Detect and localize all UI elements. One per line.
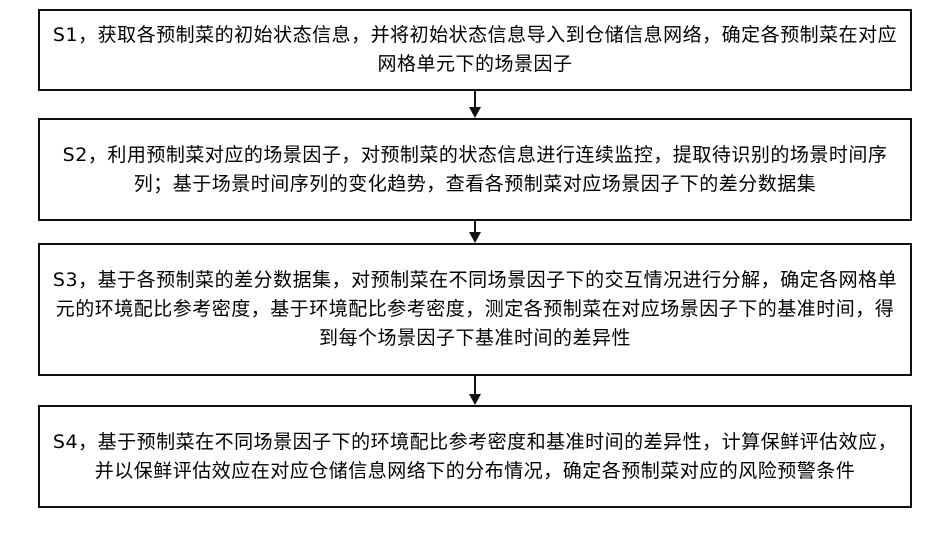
step-s1-box: S1，获取各预制菜的初始状态信息，并将初始状态信息导入到仓储信息网络，确定各预制… [38, 9, 912, 91]
step-s3-box: S3，基于各预制菜的差分数据集，对预制菜在不同场景因子下的交互情况进行分解，确定… [38, 243, 912, 376]
arrow-s1-s2 [469, 91, 481, 118]
step-s2-box: S2，利用预制菜对应的场景因子，对预制菜的状态信息进行连续监控，提取待识别的场景… [38, 118, 912, 221]
step-s4-box: S4，基于预制菜在不同场景因子下的环境配比参考密度和基准时间的差异性，计算保鲜评… [38, 405, 912, 508]
step-s2-text: S2，利用预制菜对应的场景因子，对预制菜的状态信息进行连续监控，提取待识别的场景… [52, 141, 898, 199]
arrow-s3-s4 [469, 376, 481, 405]
step-s4-text: S4，基于预制菜在不同场景因子下的环境配比参考密度和基准时间的差异性，计算保鲜评… [52, 428, 898, 486]
arrow-s2-s3 [469, 221, 481, 243]
step-s3-text: S3，基于各预制菜的差分数据集，对预制菜在不同场景因子下的交互情况进行分解，确定… [52, 266, 898, 353]
step-s1-text: S1，获取各预制菜的初始状态信息，并将初始状态信息导入到仓储信息网络，确定各预制… [52, 21, 898, 79]
